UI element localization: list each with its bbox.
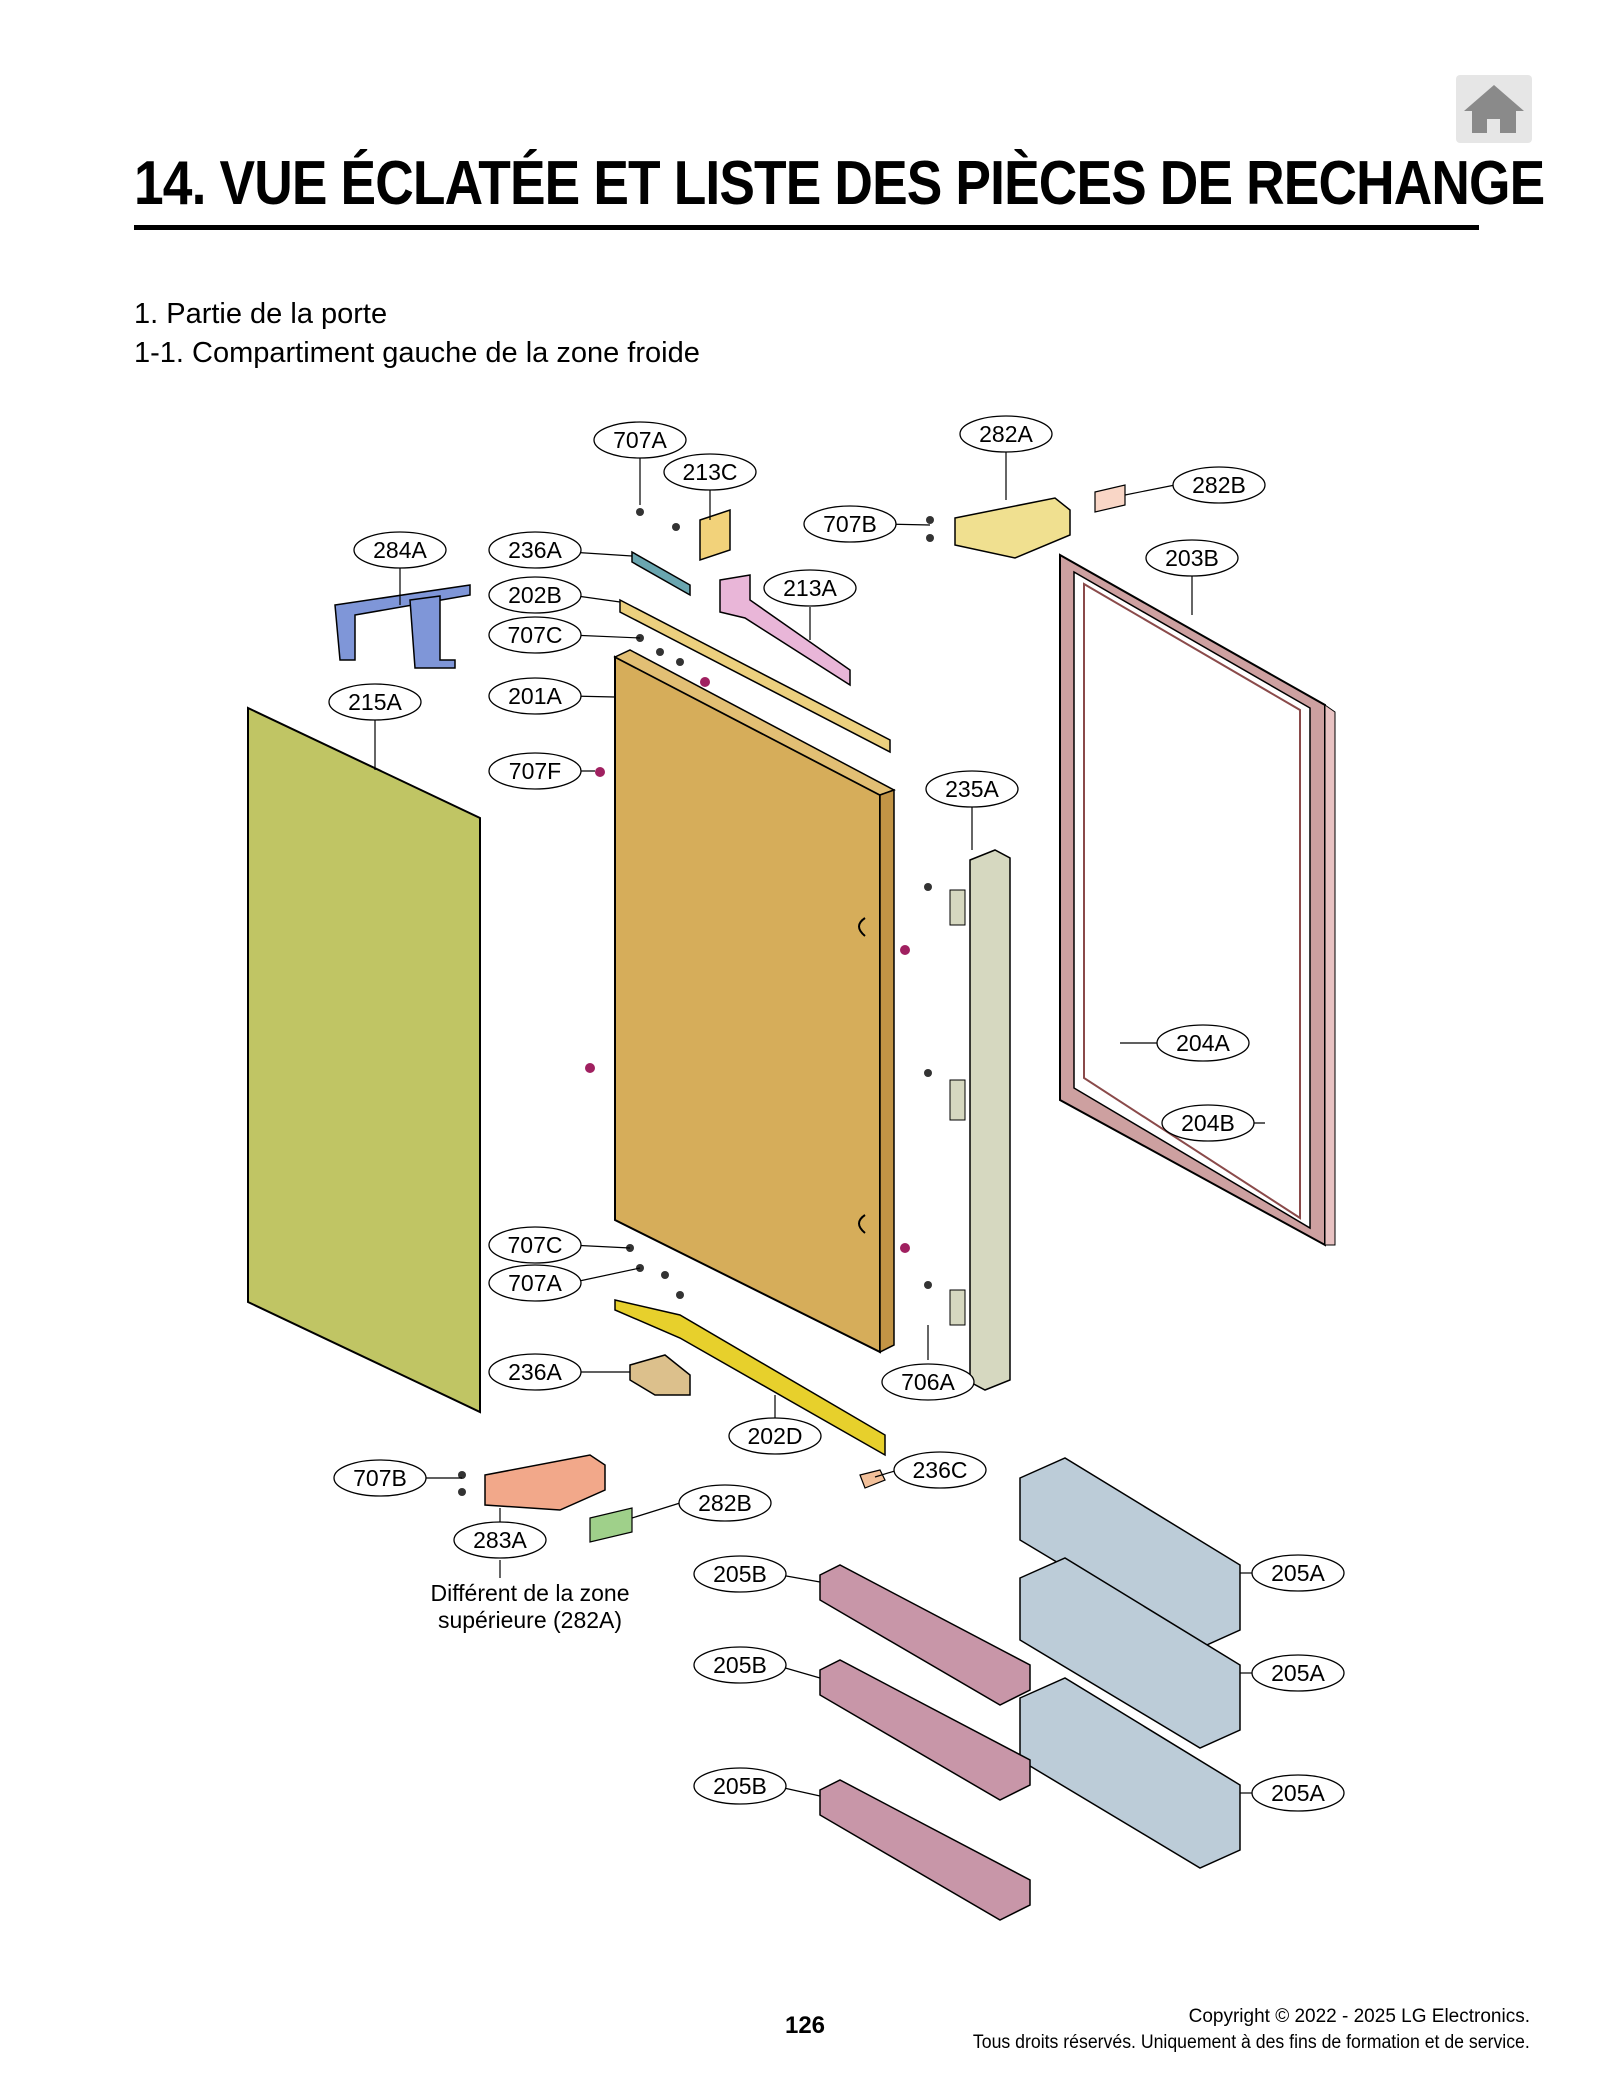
svg-text:282B: 282B [698, 1490, 752, 1516]
svg-text:283A: 283A [473, 1527, 527, 1553]
svg-text:203B: 203B [1165, 545, 1219, 571]
callout-282B-bottom: 282B [678, 1484, 772, 1522]
svg-text:707C: 707C [508, 1232, 563, 1258]
callout-213A: 213A [763, 569, 857, 607]
callout-707A-bottom: 707A [488, 1264, 582, 1302]
svg-text:707B: 707B [353, 1465, 407, 1491]
part-201A-door [613, 649, 896, 1354]
part-213C [699, 508, 731, 562]
callout-205A-3: 205A [1251, 1774, 1345, 1812]
callout-202D: 202D [728, 1417, 822, 1455]
copyright: Copyright © 2022 - 2025 LG Electronics. … [931, 2004, 1530, 2056]
part-282B-bottom-cover [589, 1507, 633, 1543]
svg-text:236C: 236C [913, 1457, 968, 1483]
callout-707B-top: 707B [803, 505, 897, 543]
callout-213C: 213C [663, 453, 757, 491]
callout-215A: 215A [328, 683, 422, 721]
svg-text:213C: 213C [683, 459, 738, 485]
home-icon [1464, 85, 1524, 133]
callout-236A-top: 236A [488, 531, 582, 569]
section-heading: 1. Partie de la porte [134, 298, 388, 330]
svg-text:205B: 205B [713, 1773, 767, 1799]
svg-text:202D: 202D [748, 1423, 803, 1449]
callout-236C: 236C [893, 1451, 987, 1489]
part-205A-bins [1019, 1457, 1241, 1869]
callout-282B-top: 282B [1172, 466, 1266, 504]
callout-205A-1: 205A [1251, 1554, 1345, 1592]
callout-707C-top: 707C [488, 616, 582, 654]
screws [458, 508, 934, 1496]
callout-283A: 283A [453, 1521, 547, 1559]
callout-201A: 201A [488, 677, 582, 715]
svg-text:202B: 202B [508, 582, 562, 608]
callout-707A-top: 707A [593, 421, 687, 459]
part-284A-hinge [334, 584, 471, 669]
svg-text:205A: 205A [1271, 1560, 1325, 1586]
svg-text:707F: 707F [509, 758, 561, 784]
svg-text:205B: 205B [713, 1561, 767, 1587]
svg-text:707C: 707C [508, 622, 563, 648]
part-236C [859, 1469, 886, 1489]
diagram-note: Différent de la zone supérieure (282A) [380, 1580, 680, 1634]
svg-text:215A: 215A [348, 689, 402, 715]
callout-204A: 204A [1156, 1024, 1250, 1062]
note-line-1: Différent de la zone [430, 1580, 630, 1606]
callout-202B: 202B [488, 576, 582, 614]
copyright-line-2: Tous droits réservés. Uniquement à des f… [973, 2032, 1530, 2053]
callout-205B-2: 205B [693, 1646, 787, 1684]
callout-203B: 203B [1145, 539, 1239, 577]
callout-205B-1: 205B [693, 1555, 787, 1593]
callout-204B: 204B [1161, 1104, 1255, 1142]
callout-205A-2: 205A [1251, 1654, 1345, 1692]
part-213A [719, 574, 851, 687]
svg-text:707A: 707A [613, 427, 667, 453]
callout-284A: 284A [353, 531, 447, 569]
svg-text:707B: 707B [823, 511, 877, 537]
section-subheading: 1-1. Compartiment gauche de la zone froi… [134, 337, 700, 369]
part-236A-top [631, 550, 691, 597]
note-line-2: supérieure (282A) [437, 1607, 623, 1633]
part-236A-bottom [629, 1354, 691, 1396]
callout-707B-bottom: 707B [333, 1459, 427, 1497]
part-203B-gasket [1059, 553, 1336, 1247]
svg-text:282A: 282A [979, 421, 1033, 447]
svg-text:204A: 204A [1176, 1030, 1230, 1056]
callout-236A-bottom: 236A [488, 1353, 582, 1391]
svg-text:205A: 205A [1271, 1660, 1325, 1686]
title-divider [134, 225, 1479, 230]
page-number: 126 [784, 2012, 826, 2039]
callout-707F: 707F [488, 752, 582, 790]
svg-text:236A: 236A [508, 537, 562, 563]
svg-text:282B: 282B [1192, 472, 1246, 498]
part-235A-handle [949, 849, 1011, 1391]
svg-text:707A: 707A [508, 1270, 562, 1296]
part-215A-panel [247, 706, 481, 1414]
callout-282A: 282A [959, 415, 1053, 453]
svg-text:205B: 205B [713, 1652, 767, 1678]
home-button[interactable] [1456, 75, 1532, 143]
svg-text:284A: 284A [373, 537, 427, 563]
part-205B-shelves [819, 1564, 1031, 1921]
svg-text:205A: 205A [1271, 1780, 1325, 1806]
page-title: 14. VUE ÉCLATÉE ET LISTE DES PIÈCES DE R… [134, 149, 1545, 218]
svg-text:706A: 706A [901, 1369, 955, 1395]
part-202B-top-cap [619, 598, 891, 754]
svg-text:236A: 236A [508, 1359, 562, 1385]
svg-text:201A: 201A [508, 683, 562, 709]
svg-text:235A: 235A [945, 776, 999, 802]
part-282B-top-cover [1094, 484, 1126, 513]
svg-text:204B: 204B [1181, 1110, 1235, 1136]
callout-706A: 706A [881, 1363, 975, 1401]
part-282A-hinge [954, 497, 1071, 559]
part-202D-bottom-cap [614, 1299, 886, 1457]
copyright-line-1: Copyright © 2022 - 2025 LG Electronics. [1188, 2006, 1530, 2027]
callout-205B-3: 205B [693, 1767, 787, 1805]
part-283A-hinge [484, 1454, 606, 1511]
callout-707C-bottom: 707C [488, 1226, 582, 1264]
svg-text:213A: 213A [783, 575, 837, 601]
callout-235A: 235A [925, 770, 1019, 808]
